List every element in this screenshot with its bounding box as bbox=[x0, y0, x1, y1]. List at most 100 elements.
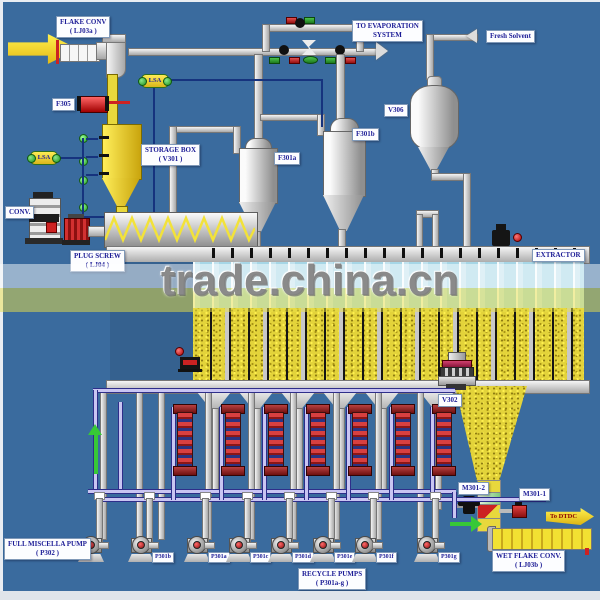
signal-line bbox=[82, 138, 84, 218]
valve-handle-red bbox=[345, 57, 356, 64]
frame-edge bbox=[0, 0, 600, 2]
v302-label: V302 bbox=[438, 394, 462, 407]
miscella-pipe bbox=[171, 407, 176, 500]
pipe bbox=[330, 542, 341, 549]
exchanger-column[interactable] bbox=[262, 404, 288, 500]
pipe bbox=[432, 498, 439, 542]
exchanger-column[interactable] bbox=[389, 404, 415, 500]
exchanger-column[interactable] bbox=[346, 404, 372, 500]
m301-1-label: M301-1 bbox=[519, 488, 550, 501]
plug-screw-label: PLUG SCREW ( LJ04 ) bbox=[70, 250, 125, 272]
conveyor-marker bbox=[585, 548, 589, 555]
valve-handle-green bbox=[325, 57, 336, 64]
pipe bbox=[148, 542, 159, 549]
pipe bbox=[96, 498, 103, 542]
drive-stub bbox=[499, 509, 515, 513]
extractor-drive-top bbox=[496, 224, 506, 232]
miscella-pipe bbox=[118, 402, 123, 490]
pipe-elbow-down bbox=[106, 42, 126, 78]
f301b-cone bbox=[323, 195, 364, 231]
miscella-pipe bbox=[346, 407, 351, 500]
bypass-valve[interactable] bbox=[295, 18, 305, 28]
v306-vessel[interactable] bbox=[410, 85, 459, 151]
pipe bbox=[416, 214, 423, 250]
signal-line bbox=[86, 138, 98, 140]
pipe-bypass-top bbox=[262, 24, 364, 32]
pipe-f301a-outlet bbox=[254, 54, 263, 150]
feeder-end bbox=[77, 96, 81, 111]
label-line: WET FLAKE CONV. bbox=[496, 552, 562, 560]
pipe bbox=[202, 498, 209, 542]
recycle-pump[interactable]: P301d bbox=[268, 490, 330, 572]
conv-label: CONV. bbox=[5, 206, 35, 219]
watermark-text: trade.china.cn bbox=[160, 256, 460, 305]
feeder-end bbox=[105, 96, 109, 111]
recycle-pump[interactable]: P301c bbox=[226, 490, 288, 572]
flake-conv-label: FLAKE CONV ( LJ03a ) bbox=[56, 16, 111, 38]
pipe bbox=[288, 542, 299, 549]
motor-base bbox=[25, 238, 63, 244]
miscella-pipe bbox=[430, 407, 435, 500]
main-line-valve-1[interactable] bbox=[279, 45, 289, 55]
flow-arrow-to-evaporation bbox=[376, 42, 388, 60]
label-line: ( P301a-g ) bbox=[315, 578, 349, 587]
f301b-label: F301b bbox=[352, 128, 379, 141]
pipe bbox=[286, 498, 293, 542]
alarm-indicator-red bbox=[513, 233, 522, 242]
m301-1-cap bbox=[515, 502, 522, 506]
to-evaporation-label: TO EVAPORATION SYSTEM bbox=[352, 20, 423, 42]
exchanger-column[interactable] bbox=[219, 404, 245, 500]
label-line: FLAKE CONV bbox=[60, 18, 107, 26]
pipe bbox=[296, 408, 303, 490]
main-line-valve-2[interactable] bbox=[335, 45, 345, 55]
pipe bbox=[328, 498, 335, 542]
extractor-label: EXTRACTOR bbox=[532, 249, 585, 262]
pipe-v306-to-extractor bbox=[463, 173, 471, 250]
plug-screw-conveyor[interactable] bbox=[104, 212, 258, 248]
label-line: TO EVAPORATION bbox=[356, 22, 419, 30]
full-miscella-pump-label: FULL MISCELLA PUMP ( P302 ) bbox=[4, 538, 91, 560]
pipe bbox=[434, 542, 445, 549]
exchanger-column[interactable] bbox=[171, 404, 197, 500]
m301-1-drive[interactable] bbox=[512, 505, 527, 518]
signal-line bbox=[321, 79, 323, 127]
screw-flight bbox=[105, 214, 255, 244]
pipe bbox=[246, 542, 257, 549]
pipe bbox=[204, 542, 215, 549]
storage-box-cone bbox=[102, 178, 140, 208]
pipe-header bbox=[260, 114, 324, 121]
flow-arrow-up bbox=[88, 424, 102, 435]
miscella-pipe bbox=[389, 407, 394, 500]
miscella-header bbox=[100, 497, 546, 502]
extractor-drive-motor[interactable] bbox=[492, 230, 510, 246]
exchanger-column[interactable] bbox=[430, 404, 456, 500]
f301a-label: F301a bbox=[274, 152, 301, 165]
flow-arrow-stem bbox=[94, 434, 98, 474]
f305-label: F305 bbox=[52, 98, 75, 111]
recycle-pump[interactable]: P301a bbox=[184, 490, 246, 572]
recycle-pump[interactable]: P301e bbox=[310, 490, 372, 572]
m301-2-label: M301-2 bbox=[458, 482, 489, 495]
signal-line bbox=[167, 79, 321, 81]
v306-cone bbox=[418, 147, 449, 171]
recycle-pump[interactable]: P301b bbox=[128, 490, 190, 572]
extractor-feed-section bbox=[110, 262, 193, 380]
fresh-solvent-label: Fresh Solvent bbox=[486, 30, 535, 43]
f305-feeder[interactable] bbox=[80, 96, 108, 113]
label-line: ( V301 ) bbox=[158, 154, 183, 163]
recycle-pump[interactable]: P301g bbox=[414, 490, 476, 572]
aux-drive-band bbox=[183, 360, 197, 365]
wet-flake-conveyor[interactable] bbox=[492, 528, 592, 550]
storage-box-label: STORAGE BOX ( V301 ) bbox=[141, 144, 201, 166]
exchanger-column[interactable] bbox=[304, 404, 330, 500]
v302-base bbox=[446, 384, 466, 390]
pipe-fresh-solvent-drop bbox=[426, 34, 434, 80]
pump-label: P301b bbox=[152, 552, 175, 563]
recycle-pump[interactable]: P301f bbox=[352, 490, 414, 572]
label-line: RECYCLE PUMPS bbox=[302, 570, 363, 578]
plug-screw-drive-motor[interactable] bbox=[64, 218, 90, 242]
f301b-cyclone[interactable] bbox=[323, 131, 366, 197]
f301a-cyclone[interactable] bbox=[239, 148, 278, 204]
label-line: ( P302 ) bbox=[36, 548, 59, 557]
